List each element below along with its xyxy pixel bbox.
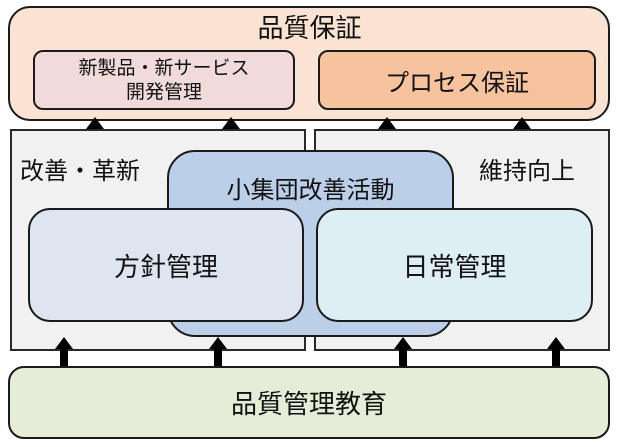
up-arrow-icon [55,337,73,367]
small-group-activity-label: 小集団改善活動 [226,176,395,204]
quality-education-box: 品質管理教育 [8,366,610,439]
daily-management-box: 日常管理 [316,208,593,322]
up-arrow-icon [547,337,565,367]
improvement-innovation-label: 改善・革新 [20,157,140,185]
maintenance-improvement-label: 維持向上 [479,157,575,185]
policy-management-box: 方針管理 [28,208,304,322]
process-assurance-box: プロセス保証 [318,50,596,110]
up-arrow-icon [394,337,412,367]
new-development-label-line1: 新製品・新サービス [78,57,250,79]
new-development-box: 新製品・新サービス 開発管理 [33,50,295,110]
up-arrow-icon [209,337,227,367]
quality-assurance-title: 品質保証 [257,14,362,44]
new-development-label-line2: 開発管理 [125,81,202,103]
